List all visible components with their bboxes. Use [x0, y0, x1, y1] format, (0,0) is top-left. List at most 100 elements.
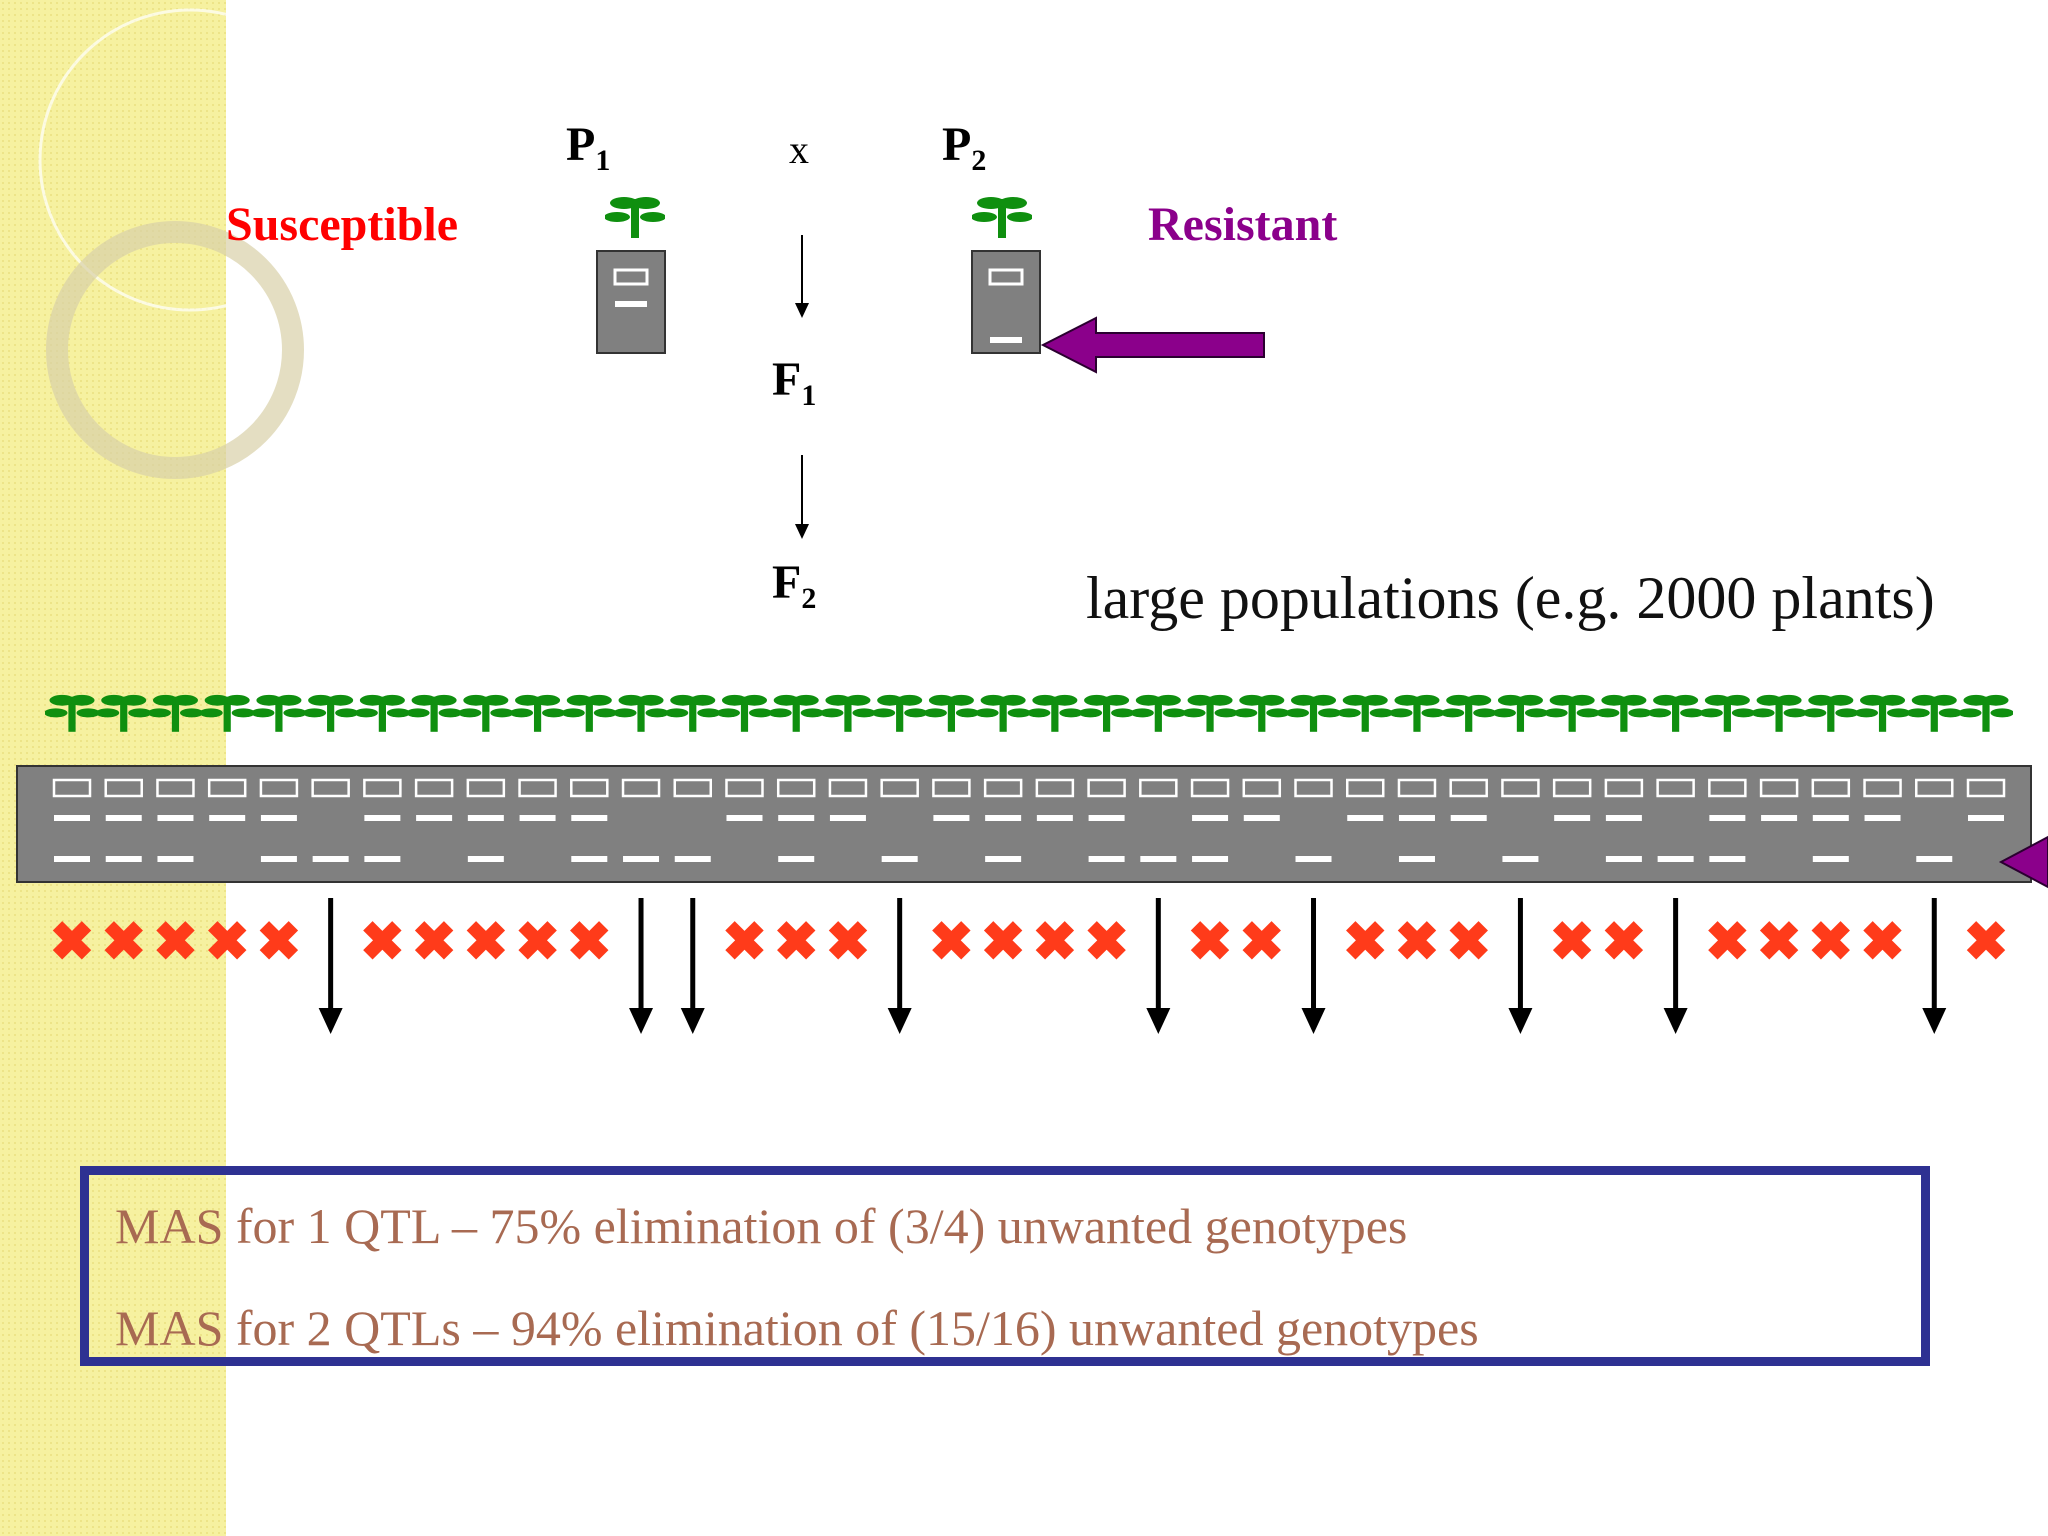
gel-lane — [932, 778, 971, 821]
f2-plant-icon — [1803, 694, 1858, 732]
cross-icon: ✖ — [1394, 912, 1439, 972]
gel-lane — [880, 778, 919, 862]
p2-label: P2 — [942, 118, 986, 177]
p2-plant-icon — [972, 197, 1032, 238]
result-two-qtls: MAS for 2 QTLs – 94% elimination of (15/… — [115, 1300, 1479, 1356]
gel-lane — [1966, 778, 2006, 821]
cross-icon: ✖ — [153, 912, 198, 972]
gel-lane — [207, 778, 247, 821]
f2-plant-icon — [355, 694, 410, 732]
cross-icon: ✖ — [463, 912, 508, 972]
gel-lane — [518, 778, 557, 821]
down-arrow-icon — [680, 898, 705, 1034]
p1-plant-icon — [605, 197, 665, 238]
gel-lane — [466, 778, 506, 862]
cross-icon: ✖ — [1343, 912, 1388, 972]
f2-plant-icon — [1752, 694, 1807, 732]
susceptible-label: Susceptible — [226, 198, 458, 251]
cross-icon: ✖ — [722, 912, 767, 972]
down-arrow-icon — [1146, 898, 1171, 1034]
cross-icon: ✖ — [1601, 912, 1646, 972]
gel-lane — [1397, 778, 1437, 862]
cross-icon: ✖ — [101, 912, 146, 972]
gel-lane — [414, 778, 454, 821]
results-box: MAS for 1 QTL – 75% elimination of (3/4)… — [80, 1166, 1930, 1366]
cross-icon: ✖ — [205, 912, 250, 972]
down-arrow-icon — [887, 898, 912, 1034]
f2-plant-icon — [717, 694, 772, 732]
gel-lane — [1345, 778, 1385, 821]
f2-plant-icon — [665, 694, 720, 732]
gel-lane — [363, 778, 402, 862]
population-note: large populations (e.g. 2000 plants) — [1086, 565, 1935, 631]
p1-label: P1 — [566, 118, 610, 177]
cross-icon: ✖ — [1860, 912, 1905, 972]
f2-label: F2 — [772, 556, 816, 615]
f2-gel — [16, 765, 2032, 883]
down-arrow-icon — [795, 235, 809, 318]
cross-icon: ✖ — [1756, 912, 1801, 972]
cross-icon: ✖ — [567, 912, 612, 972]
f2-resistance-marker-arrow-icon — [1998, 835, 2048, 889]
gel-lane — [259, 778, 299, 862]
f2-plant-icon — [510, 694, 565, 732]
gel-lane — [983, 778, 1023, 862]
f2-plant-icon — [1700, 694, 1755, 732]
cross-icon: ✖ — [825, 912, 870, 972]
f2-plant-icon — [303, 694, 358, 732]
cross-icon: ✖ — [1963, 912, 2008, 972]
f2-plant-icon — [769, 694, 824, 732]
f2-plant-icon — [1907, 694, 1962, 732]
f2-plant-icon — [1441, 694, 1496, 732]
result-one-qtl: MAS for 1 QTL – 75% elimination of (3/4)… — [115, 1198, 1408, 1254]
f2-plant-icon — [924, 694, 979, 732]
down-arrow-icon — [1508, 898, 1533, 1034]
resistant-label: Resistant — [1148, 198, 1337, 251]
cross-icon: ✖ — [49, 912, 94, 972]
gel-lane — [1449, 778, 1488, 821]
gel-lane — [1501, 778, 1540, 862]
cross-icon: ✖ — [1808, 912, 1853, 972]
cross-symbol: x — [789, 127, 809, 172]
f2-plant-icon — [458, 694, 513, 732]
cross-icon: ✖ — [929, 912, 974, 972]
gel-lane — [1035, 778, 1075, 821]
f1-label: F1 — [772, 353, 816, 412]
cross-icon: ✖ — [774, 912, 819, 972]
gel-lane — [725, 778, 764, 821]
gel-lane — [1656, 778, 1695, 862]
f2-plant-icon — [251, 694, 306, 732]
gel-lane — [621, 778, 661, 862]
gel-lane — [1087, 778, 1126, 862]
gel-lane — [52, 778, 92, 862]
gel-lane — [1811, 778, 1851, 862]
down-arrow-icon — [629, 898, 654, 1034]
f2-plant-icon — [1183, 694, 1238, 732]
f2-plant-icon — [1545, 694, 1600, 732]
resistance-marker-arrow-icon — [1040, 316, 1265, 374]
down-arrow-icon — [1922, 898, 1947, 1034]
cross-icon: ✖ — [360, 912, 405, 972]
cross-icon: ✖ — [515, 912, 560, 972]
gel-lane — [1863, 778, 1902, 821]
f2-plant-icon — [1027, 694, 1082, 732]
cross-icon: ✖ — [1084, 912, 1129, 972]
gel-lane — [1708, 778, 1747, 862]
f2-plant-icon — [1648, 694, 1703, 732]
gel-lane — [828, 778, 868, 821]
cross-icon: ✖ — [1705, 912, 1750, 972]
f2-plant-icon — [1596, 694, 1651, 732]
gel-lane — [104, 778, 143, 862]
cross-icon: ✖ — [1239, 912, 1284, 972]
f2-plant-icon — [872, 694, 927, 732]
cross-icon: ✖ — [1187, 912, 1232, 972]
gel-lane — [1294, 778, 1333, 862]
f2-plant-icon — [407, 694, 462, 732]
f2-plant-icon — [820, 694, 875, 732]
gel-lane — [1915, 778, 1954, 862]
f2-plant-icon — [1079, 694, 1134, 732]
gel-lane — [673, 778, 713, 862]
cross-icon: ✖ — [981, 912, 1026, 972]
down-arrow-icon — [318, 898, 343, 1034]
